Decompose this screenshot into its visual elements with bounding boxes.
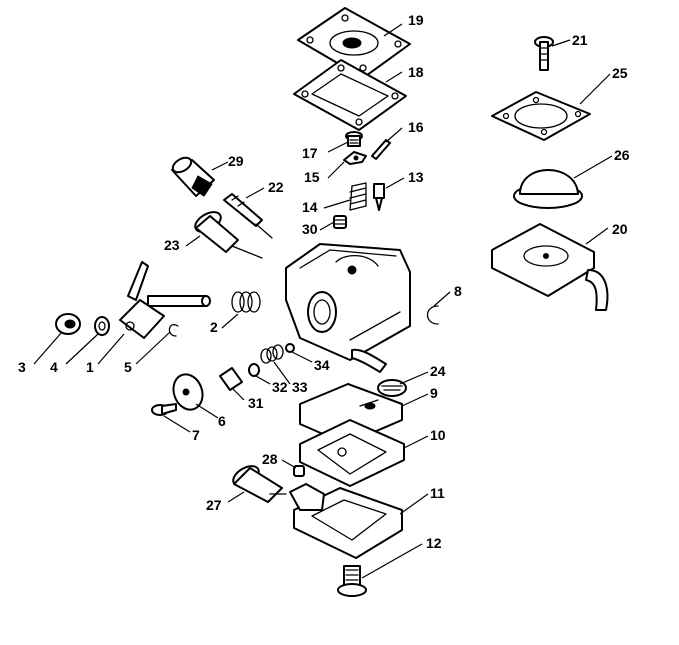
part-11-pump-cover <box>289 483 403 559</box>
callout-3: 3 <box>18 359 26 375</box>
callout-28: 28 <box>262 451 278 467</box>
callout-14: 14 <box>302 199 318 215</box>
part-23-adjuster <box>194 211 263 259</box>
callout-22: 22 <box>268 179 284 195</box>
part-10-diaphragm <box>299 419 405 487</box>
callout-18: 18 <box>408 64 424 80</box>
part-13-inlet-needle <box>373 183 385 211</box>
part-17-screw <box>345 131 363 147</box>
callout-29: 29 <box>228 153 244 169</box>
part-21-screw <box>534 36 554 71</box>
callout-labels: 19 18 17 16 15 13 14 30 29 22 23 2 3 4 1… <box>18 12 630 551</box>
callout-20: 20 <box>612 221 628 237</box>
part-26-primer-bulb <box>513 169 583 209</box>
part-32-o-ring <box>248 363 260 377</box>
part-29-adjuster-knob <box>171 156 215 197</box>
leader-lines <box>33 23 613 579</box>
callout-1: 1 <box>86 359 94 375</box>
callout-25: 25 <box>612 65 628 81</box>
callout-34: 34 <box>314 357 330 373</box>
part-22-needle-screw <box>223 193 273 239</box>
part-1-throttle-shaft <box>119 261 211 339</box>
part-12-screw <box>337 565 367 597</box>
carburetor-body <box>285 243 411 373</box>
callout-6: 6 <box>218 413 226 429</box>
part-2-spring <box>231 291 261 313</box>
part-3-nut <box>55 313 81 335</box>
part-15-lever <box>343 151 367 165</box>
callout-8: 8 <box>454 283 462 299</box>
part-28-jet <box>293 465 305 477</box>
callout-26: 26 <box>614 147 630 163</box>
callout-21: 21 <box>572 32 588 48</box>
callout-32: 32 <box>272 379 288 395</box>
part-27-adjuster <box>232 465 287 503</box>
callout-16: 16 <box>408 119 424 135</box>
callout-5: 5 <box>124 359 132 375</box>
part-24-filter-screen <box>377 379 407 397</box>
part-4-washer <box>94 316 110 336</box>
callout-33: 33 <box>292 379 308 395</box>
part-18-gasket <box>293 59 407 131</box>
part-34-o-ring <box>285 343 295 353</box>
callout-23: 23 <box>164 237 180 253</box>
callout-13: 13 <box>408 169 424 185</box>
part-33-spring <box>260 344 284 364</box>
callout-19: 19 <box>408 12 424 28</box>
part-5-clip <box>168 324 179 337</box>
callout-7: 7 <box>192 427 200 443</box>
part-7-screw <box>151 403 177 416</box>
callout-15: 15 <box>304 169 320 185</box>
part-14-spring <box>349 182 367 211</box>
part-16-pin <box>371 139 391 160</box>
part-30-plug <box>333 215 347 229</box>
part-6-plate <box>172 373 204 411</box>
callout-30: 30 <box>302 221 318 237</box>
callout-17: 17 <box>302 145 318 161</box>
part-8-clip <box>426 305 439 325</box>
part-20-pump-housing <box>491 223 609 311</box>
callout-2: 2 <box>210 319 218 335</box>
callout-12: 12 <box>426 535 442 551</box>
callout-31: 31 <box>248 395 264 411</box>
part-31-plug <box>219 367 243 391</box>
callout-27: 27 <box>206 497 222 513</box>
callout-4: 4 <box>50 359 58 375</box>
part-9-gasket <box>299 383 403 445</box>
callout-24: 24 <box>430 363 446 379</box>
callout-10: 10 <box>430 427 446 443</box>
part-25-plate <box>491 91 591 141</box>
callout-9: 9 <box>430 385 438 401</box>
callout-11: 11 <box>430 485 445 501</box>
